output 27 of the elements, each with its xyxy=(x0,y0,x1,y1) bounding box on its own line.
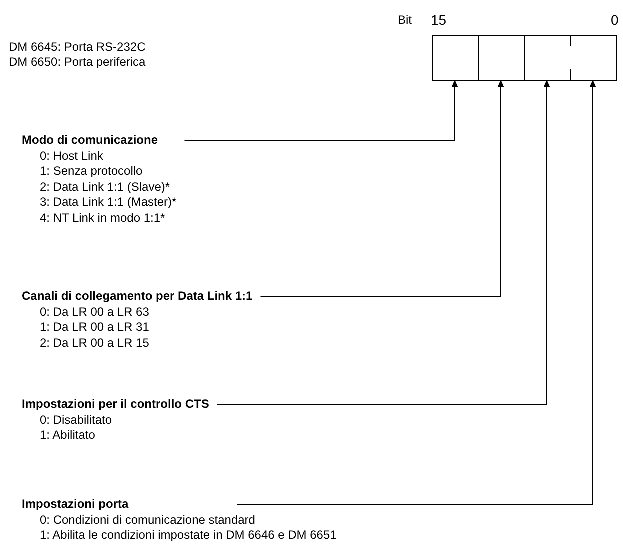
option-text: 1: Da LR 00 a LR 31 xyxy=(39,320,150,336)
setting-heading: Canali di collegamento per Data Link 1:1 xyxy=(22,289,254,304)
setting-heading: Impostazioni porta xyxy=(22,497,130,512)
option-text: 1: Abilita le condizioni impostate in DM 6646 e DM 6651 xyxy=(39,528,337,544)
bit-number: 0 xyxy=(611,13,619,28)
option-text: 2: Da LR 00 a LR 15 xyxy=(39,336,150,351)
option-text: 2: Data Link 1:1 (Slave)* xyxy=(39,180,170,195)
option-text: 0: Da LR 00 a LR 63 xyxy=(39,304,150,320)
bit-field xyxy=(478,35,525,81)
leader-arrow xyxy=(184,80,458,142)
option-text: 1: Senza protocollo xyxy=(39,164,143,180)
option-text: 1: Abilitato xyxy=(39,428,96,444)
bit-field xyxy=(432,35,479,81)
bit-number: 15 xyxy=(431,13,447,28)
option-text: 0: Host Link xyxy=(39,148,104,164)
note-text: DM 6650: Porta periferica xyxy=(9,55,146,70)
note-text: DM 6645: Porta RS-232C xyxy=(9,40,146,55)
option-text: 0: Disabilitato xyxy=(39,412,112,428)
bit-label: Bit xyxy=(398,13,412,28)
leader-arrow xyxy=(236,80,596,506)
leader-arrow xyxy=(260,80,504,298)
leader-arrow xyxy=(216,80,550,406)
option-text: 3: Data Link 1:1 (Master)* xyxy=(39,195,177,210)
setting-heading: Impostazioni per il controllo CTS xyxy=(22,397,210,412)
option-text: 0: Condizioni di comunicazione standard xyxy=(39,512,256,528)
option-text: 4: NT Link in modo 1:1* xyxy=(39,210,166,226)
setting-heading: Modo di comunicazione xyxy=(22,133,160,148)
